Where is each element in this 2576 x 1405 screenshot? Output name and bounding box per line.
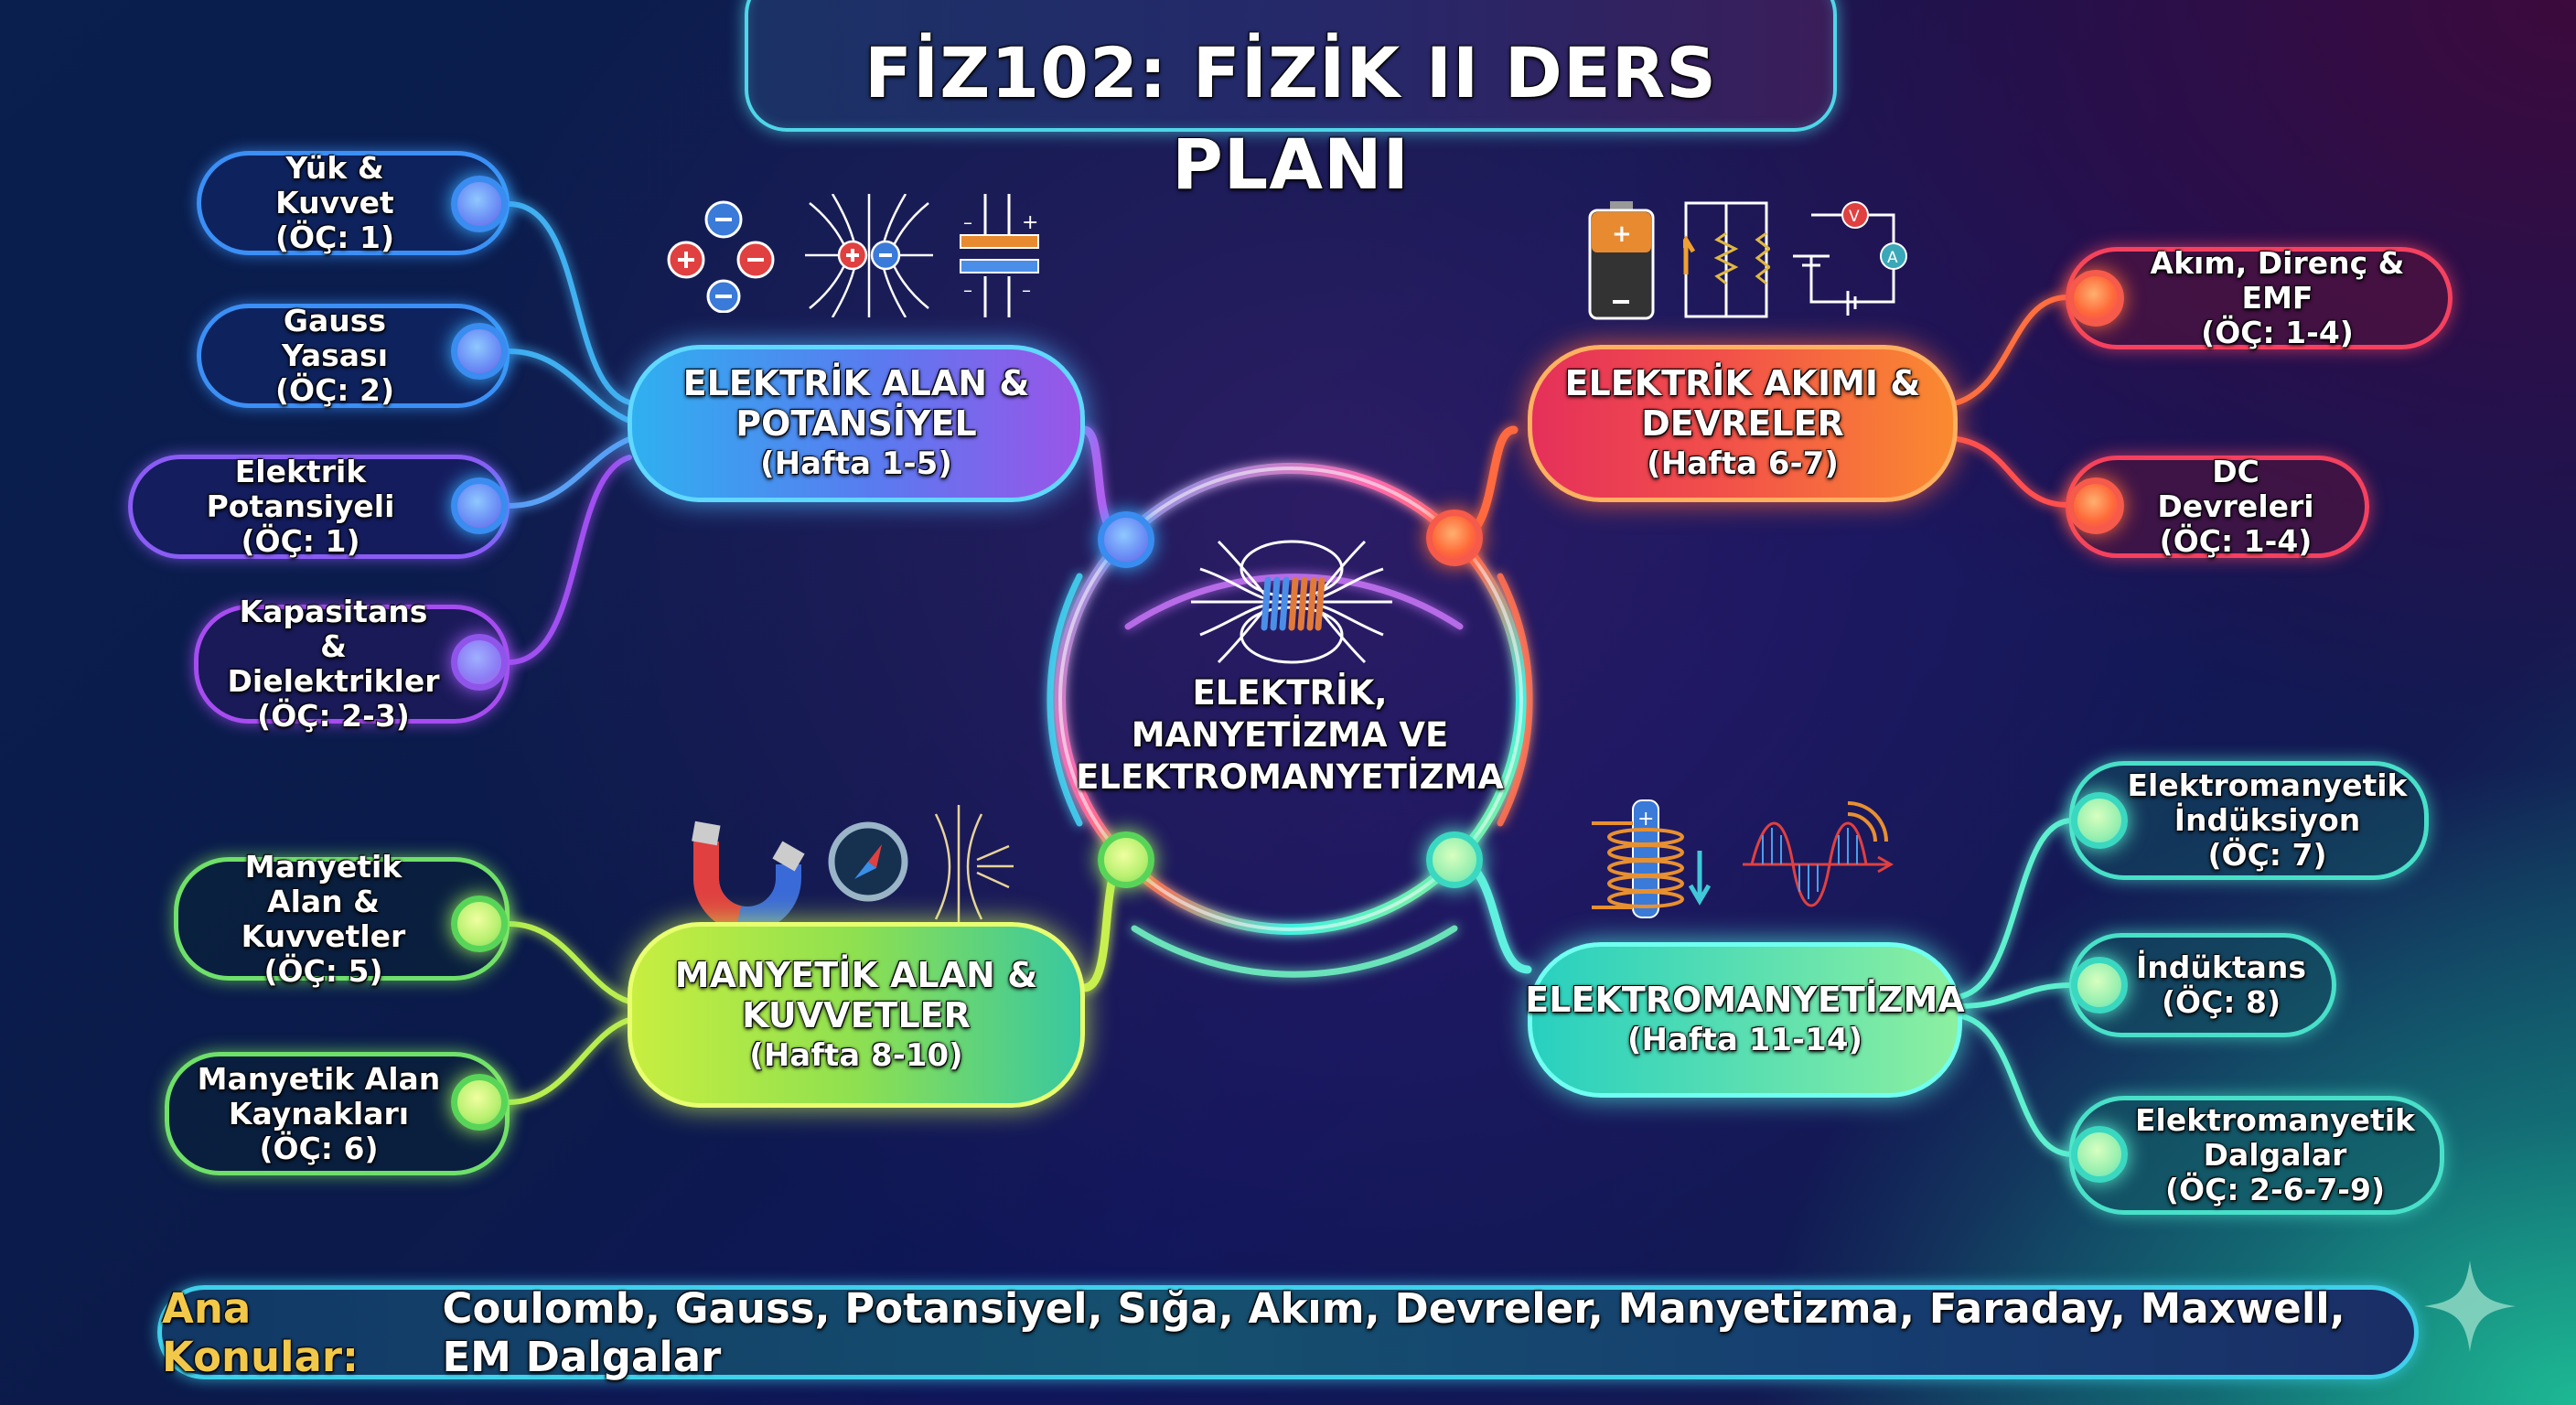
subtopic-dot (451, 477, 508, 534)
topic-title: MANYETİK ALAN & (674, 954, 1038, 995)
horseshoe-magnet-icon (692, 820, 805, 928)
svg-text:–: – (1022, 279, 1031, 301)
svg-text:+: + (1022, 211, 1038, 234)
svg-text:A: A (1887, 249, 1898, 267)
subtopic-oc: (ÖÇ: 2) (274, 372, 395, 408)
svg-text:–: – (963, 279, 972, 301)
topic-title: POTANSİYEL (735, 403, 977, 444)
svg-text:V: V (1849, 208, 1860, 226)
page-title: FİZ102: FİZİK II DERS PLANI (864, 32, 1717, 205)
subtopic-label: Manyetik Alan & (244, 848, 402, 919)
parallel-resistors-icon (1683, 201, 1770, 318)
battery-icon: + (1588, 201, 1655, 320)
subtopic-oc: (ÖÇ: 8) (2161, 984, 2281, 1020)
svg-text:–: – (963, 211, 972, 233)
subtopic-kapasitans[interactable]: Kapasitans &Dielektrikler(ÖÇ: 2-3) (194, 595, 510, 734)
subtopic-label: Yük & Kuvvet (275, 150, 394, 220)
subtopic-oc: (ÖÇ: 7) (2207, 837, 2327, 873)
subtopic-label: İndüktans (2136, 949, 2307, 985)
capacitor-icon: – + – – (960, 194, 1039, 317)
main-topics-banner: Ana Konular: Coulomb, Gauss, Potansiyel,… (157, 1283, 2419, 1381)
topic-elektrik-akimi[interactable]: ELEKTRİK AKIMI & DEVRELER (Hafta 6-7) (1528, 345, 1958, 502)
subtopic-label: Manyetik Alan (197, 1060, 441, 1097)
subtopic-label: DC Devreleri (2157, 454, 2314, 524)
subtopic-label: Akım, Direnç & EMF (2150, 245, 2405, 316)
hub-connector-dot-em (1426, 831, 1483, 888)
topic-weeks: (Hafta 8-10) (749, 1036, 963, 1074)
subtopic-dot (2067, 477, 2124, 534)
induction-coil-icon: + (1592, 799, 1711, 918)
subtopic-oc: (ÖÇ: 2-6-7-9) (2164, 1172, 2386, 1207)
subtopic-oc: (ÖÇ: 5) (263, 952, 383, 989)
subtopic-dot (451, 634, 508, 691)
subtopic-akim-direnc-emf[interactable]: Akım, Direnç & EMF(ÖÇ: 1-4) (2066, 245, 2453, 350)
svg-text:+: + (1612, 220, 1632, 248)
hub-connector-dot-electric (1098, 511, 1154, 568)
subtopic-elektrik-potansiyeli[interactable]: Elektrik Potansiyeli(ÖÇ: 1) (128, 455, 510, 559)
subtopic-label: Elektromanyetik (2135, 1102, 2415, 1138)
charges-interaction-icon (667, 200, 775, 313)
hub-title-line: MANYETİZMA VE (1131, 715, 1449, 755)
topic-title: DEVRELER (1641, 403, 1844, 444)
subtopic-dot (2067, 270, 2124, 327)
subtopic-dot (451, 896, 508, 952)
subtopic-label: İndüksiyon (2174, 802, 2361, 838)
sparkle-icon (2424, 1260, 2516, 1352)
subtopic-label: Dielektrikler (227, 663, 440, 699)
main-topics-label: Ana Konular: (162, 1283, 360, 1381)
subtopic-oc: (ÖÇ: 1) (274, 220, 395, 255)
subtopic-label: Kapasitans & (239, 594, 428, 664)
hub-title: ELEKTRİK, MANYETİZMA VE ELEKTROMANYETİZM… (1052, 672, 1528, 799)
topic-elektromanyetizma[interactable]: ELEKTROMANYETİZMA (Hafta 11-14) (1525, 942, 1965, 1098)
topic-elektrik-alan[interactable]: ELEKTRİK ALAN & POTANSİYEL (Hafta 1-5) (628, 345, 1085, 502)
topic-title: ELEKTRİK ALAN & (682, 363, 1030, 403)
magnetic-field-lines-icon (934, 805, 1014, 928)
topic-title: ELEKTRİK AKIMI & (1564, 363, 1921, 403)
topic-manyetik-alan[interactable]: MANYETİK ALAN & KUVVETLER (Hafta 8-10) (628, 922, 1085, 1108)
compass-icon (828, 821, 908, 902)
hub-connector-dot-current (1426, 509, 1483, 566)
subtopic-oc: (ÖÇ: 1) (241, 523, 360, 559)
subtopic-dot (451, 1074, 508, 1131)
solenoid-magnetic-field-icon (1191, 540, 1392, 664)
main-topics-list: Coulomb, Gauss, Potansiyel, Sığa, Akım, … (442, 1283, 2345, 1381)
subtopic-label: Gauss Yasası (282, 303, 388, 373)
subtopic-oc: (ÖÇ: 2-3) (257, 698, 410, 734)
subtopic-oc: (ÖÇ: 6) (259, 1130, 379, 1166)
topic-weeks: (Hafta 11-14) (1626, 1022, 1863, 1058)
title-banner (745, 0, 1837, 132)
hub-title-line: ELEKTROMANYETİZMA (1076, 757, 1504, 797)
voltmeter-ammeter-circuit-icon: V A (1793, 201, 1907, 316)
subtopic-label: Elektrik Potansiyeli (206, 454, 395, 524)
topic-weeks: (Hafta 1-5) (760, 445, 952, 482)
subtopic-dc-devreleri[interactable]: DC Devreleri(ÖÇ: 1-4) (2066, 454, 2369, 559)
subtopic-dot (2071, 792, 2128, 849)
subtopic-dot (451, 176, 508, 232)
subtopic-label: Kaynakları (228, 1095, 410, 1132)
dipole-field-lines-icon (805, 194, 933, 317)
topic-title: ELEKTROMANYETİZMA (1525, 980, 1965, 1020)
subtopic-oc: (ÖÇ: 1-4) (2159, 523, 2313, 559)
subtopic-label: Elektromanyetik (2127, 767, 2408, 803)
hub-title-line: ELEKTRİK, (1192, 673, 1388, 713)
subtopic-dot (2071, 957, 2128, 1014)
svg-text:+: + (1637, 808, 1654, 831)
hub-node[interactable] (1061, 468, 1522, 929)
subtopic-oc: (ÖÇ: 1-4) (2201, 315, 2354, 350)
topic-title: KUVVETLER (742, 994, 971, 1035)
hub-connector-dot-magnetic (1098, 831, 1154, 888)
subtopic-dot (2071, 1126, 2128, 1183)
em-wave-icon (1743, 801, 1894, 907)
topic-weeks: (Hafta 6-7) (1647, 445, 1839, 482)
subtopic-dot (451, 323, 508, 380)
subtopic-label: Kuvvetler (241, 917, 406, 954)
subtopic-label: Dalgalar (2203, 1137, 2347, 1173)
